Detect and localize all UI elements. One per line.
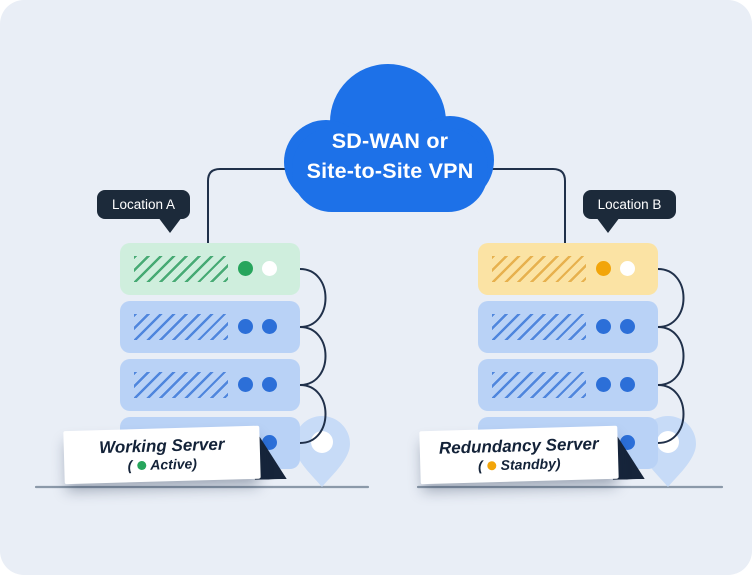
link-arc bbox=[657, 326, 685, 386]
vent-hatch bbox=[134, 372, 228, 398]
vent-hatch bbox=[492, 256, 586, 282]
redundancy-server-banner: Redundancy Server ( Standby ) bbox=[419, 425, 652, 485]
server-unit-active-top bbox=[120, 243, 300, 295]
location-a-badge-pointer bbox=[158, 217, 182, 233]
vent-hatch bbox=[134, 314, 228, 340]
vent-hatch bbox=[492, 372, 586, 398]
led-indicator bbox=[262, 319, 277, 334]
server-status-label: ( Active ) bbox=[127, 455, 197, 474]
status-close-paren: ) bbox=[192, 455, 198, 472]
connector-line-right bbox=[467, 168, 566, 249]
link-arc bbox=[299, 326, 327, 386]
status-text: Active bbox=[150, 455, 193, 473]
led-indicator bbox=[596, 377, 611, 392]
led-indicator-standby bbox=[596, 261, 611, 276]
banner-card: Working Server ( Active ) bbox=[63, 425, 261, 485]
status-dot-standby bbox=[487, 461, 497, 471]
led-indicator bbox=[620, 377, 635, 392]
led-indicator bbox=[620, 435, 635, 450]
server-unit bbox=[120, 301, 300, 353]
led-indicator bbox=[620, 261, 635, 276]
working-server-banner: Working Server ( Active ) bbox=[63, 425, 290, 485]
led-indicator bbox=[238, 319, 253, 334]
led-indicator bbox=[596, 319, 611, 334]
link-arc bbox=[299, 268, 327, 328]
location-b-badge-pointer bbox=[596, 217, 620, 233]
led-indicator bbox=[262, 435, 277, 450]
status-dot-active bbox=[137, 460, 147, 471]
server-name-label: Working Server bbox=[98, 434, 225, 458]
led-indicator bbox=[262, 261, 277, 276]
link-arc bbox=[657, 268, 685, 328]
led-indicator bbox=[262, 377, 277, 392]
location-b-badge: Location B bbox=[583, 190, 676, 219]
cloud-label-line1: SD-WAN or bbox=[331, 129, 449, 153]
status-close-paren: ) bbox=[555, 455, 561, 472]
vent-hatch bbox=[492, 314, 586, 340]
led-indicator-active bbox=[238, 261, 253, 276]
location-a-badge: Location A bbox=[97, 190, 190, 219]
led-indicator bbox=[620, 319, 635, 334]
location-pin-icon bbox=[294, 416, 350, 487]
connector-line-left bbox=[207, 168, 313, 249]
link-arc bbox=[657, 384, 685, 444]
led-indicator bbox=[238, 377, 253, 392]
server-unit bbox=[478, 359, 658, 411]
banner-card: Redundancy Server ( Standby ) bbox=[419, 425, 619, 485]
cloud-label-line2: Site-to-Site VPN bbox=[306, 159, 474, 183]
status-open-paren: ( bbox=[477, 457, 483, 474]
status-text: Standby bbox=[500, 455, 557, 473]
vent-hatch bbox=[134, 256, 228, 282]
server-unit bbox=[478, 301, 658, 353]
status-open-paren: ( bbox=[127, 457, 133, 474]
server-name-label: Redundancy Server bbox=[438, 434, 599, 458]
server-status-label: ( Standby ) bbox=[478, 455, 561, 474]
server-unit bbox=[120, 359, 300, 411]
link-arc bbox=[299, 384, 327, 444]
server-unit-standby-top bbox=[478, 243, 658, 295]
cloud-label: SD-WAN or Site-to-Site VPN bbox=[268, 126, 512, 186]
cloud-icon bbox=[284, 64, 494, 212]
